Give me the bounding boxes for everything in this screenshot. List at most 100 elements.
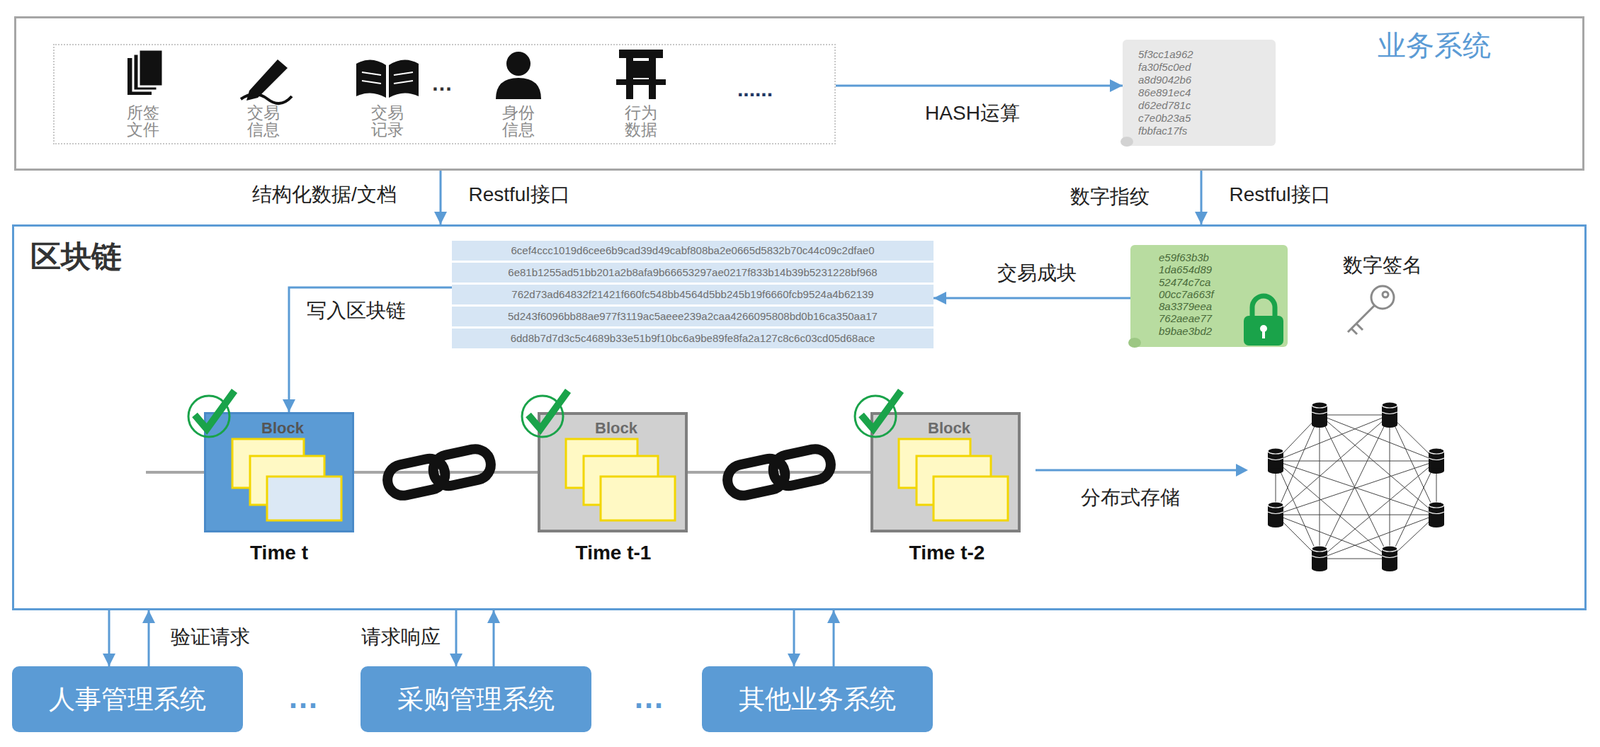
node-label: 交易 记录 [370, 104, 405, 139]
network-link [1389, 415, 1391, 559]
node-label: 区块链 [30, 239, 122, 275]
node-label: 身份 信息 [501, 104, 536, 139]
network-link [1319, 461, 1437, 559]
annotation: 数字签名 [1340, 254, 1426, 277]
database-icon [1428, 512, 1445, 515]
annotation: 分布式存储 [1077, 486, 1183, 510]
database-icon [1381, 565, 1398, 572]
database-icon [1311, 555, 1328, 559]
flow-arrow [148, 610, 151, 667]
flow-arrow [933, 297, 1131, 300]
book-icon [361, 72, 413, 84]
flow-arrow [1200, 170, 1203, 225]
network-link [1275, 514, 1390, 559]
database-icon [1381, 402, 1398, 408]
block: BlockTime t-2 [870, 412, 1021, 533]
database-icon [1381, 402, 1398, 428]
check-mark [528, 390, 569, 430]
block: BlockTime t-1 [537, 412, 688, 533]
storage-arrow [1235, 463, 1248, 477]
flow-arrow [793, 610, 796, 667]
flow-arrow [455, 610, 458, 667]
database-icon [1381, 412, 1398, 415]
chain-link [384, 446, 494, 499]
node-label: 其他业务系统 [738, 684, 896, 716]
database-icon [1311, 565, 1328, 572]
book-icon [388, 59, 419, 98]
book-icon [356, 59, 419, 98]
lock-body [1243, 315, 1284, 346]
database-icon [1428, 448, 1445, 474]
data-strip: 所签 文件交易 信息交易 记录…身份 信息行为 数据...... [53, 43, 836, 145]
block: BlockTime t [203, 412, 355, 533]
network-link [1319, 415, 1437, 515]
network-link [1275, 461, 1437, 515]
chain-link [770, 446, 834, 489]
system-box: 其他业务系统 [701, 666, 933, 733]
database-icon [1428, 522, 1445, 528]
database-icon [1381, 546, 1398, 572]
edge-label: 结构化数据/文档 [249, 183, 400, 207]
person-icon [495, 51, 542, 100]
database-icon [1267, 502, 1284, 508]
node-label: 业务系统 [1377, 29, 1491, 62]
database-icon [1428, 458, 1445, 461]
flow-arrow [108, 610, 111, 667]
node-label: Time t-1 [575, 541, 652, 565]
pen-icon [240, 59, 292, 104]
database-icon [1381, 422, 1398, 428]
hash-row: 6dd8b7d7d3c5c4689b33e51b9f10bc6a9be89fe8… [451, 328, 934, 349]
node-label: Block [594, 419, 638, 438]
document-icon [267, 476, 342, 521]
behavior-icon [619, 49, 663, 59]
database-icon [1267, 512, 1284, 515]
annotation: … [284, 679, 322, 717]
hash-row: 5d243f6096bb88ae977f3119ac5aeee239a2caa4… [451, 306, 934, 327]
database-icon [1267, 448, 1284, 455]
flow-arrow [835, 84, 1123, 88]
annotation: … [630, 679, 668, 717]
node-label: 采购管理系统 [397, 684, 555, 716]
book-icon [356, 59, 387, 98]
node-label: 行为 数据 [623, 104, 658, 139]
annotation: Restful接口 [1226, 183, 1333, 207]
hash-row: 762d73ad64832f21421f660fc548bb4564d5bb24… [451, 284, 934, 305]
lock-hole [1262, 330, 1265, 339]
storage-arrow [1035, 463, 1248, 477]
node-label: e59f63b3b 1da654d89 52474c7ca 00cc7a663f… [1158, 251, 1234, 338]
network-link [1319, 415, 1390, 559]
scroll-curl [1120, 136, 1134, 147]
database-icon [1311, 422, 1328, 428]
system-box: 采购管理系统 [360, 666, 592, 733]
database-icon [1311, 402, 1328, 428]
edge-label: 数字指纹 [1067, 185, 1153, 209]
network-link [1319, 415, 1390, 559]
chain-line [145, 471, 204, 474]
behavior-icon [616, 49, 666, 100]
file-icon [138, 49, 163, 87]
node-label: 5f3cc1a962 fa30f5c0ed a8d9042b6 86e891ec… [1138, 48, 1224, 138]
network-link [1319, 514, 1437, 559]
check-mark [861, 390, 901, 430]
node-label: Time t-2 [909, 541, 986, 565]
database-icon [1428, 502, 1445, 508]
database-icon [1267, 448, 1284, 474]
database-icon [1267, 458, 1284, 461]
network-link [1275, 415, 1390, 462]
node-label: 人事管理系统 [48, 684, 207, 716]
edge-label: HASH运算 [922, 101, 1023, 125]
storage-arrow [1035, 469, 1236, 472]
edge-label: 验证请求 [167, 626, 253, 649]
flow-arrow [439, 170, 442, 225]
edge-label: 请求响应 [358, 626, 444, 649]
flow-arrow [288, 287, 452, 413]
node-label: … [431, 71, 453, 97]
system-panel: 业务系统所签 文件交易 信息交易 记录…身份 信息行为 数据......5f3c… [14, 16, 1585, 171]
database-icon [1267, 522, 1284, 528]
database-icon [1381, 546, 1398, 552]
node-label: 所签 文件 [126, 104, 161, 139]
database-icon [1267, 502, 1284, 528]
person-icon [495, 77, 542, 100]
behavior-icon [626, 58, 634, 100]
